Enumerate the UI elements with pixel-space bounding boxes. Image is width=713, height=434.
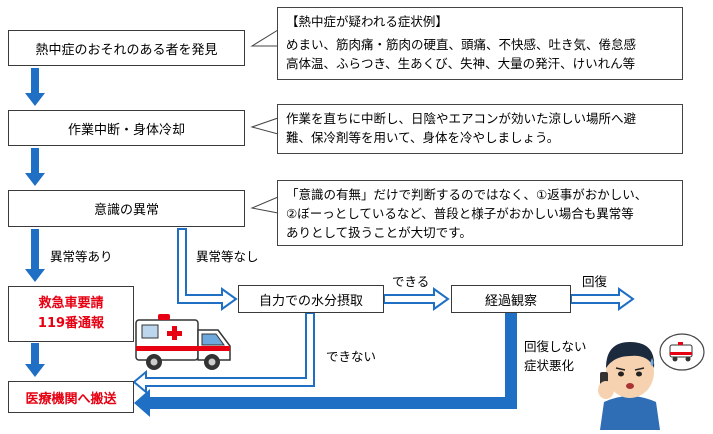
person-calling-icon (598, 333, 705, 430)
label-abnormal-yes: 異常等あり (50, 249, 113, 264)
label-can: できる (392, 274, 430, 289)
label-not-recovered: 回復しない 症状悪化 (524, 337, 587, 375)
arrow-hydrate-to-hospital (132, 312, 315, 395)
arrow-hydrate-to-observe (383, 287, 450, 311)
box-consciousness-label: 意識の異常 (93, 203, 159, 218)
box-ambulance: 救急車要請 119番通報 (8, 286, 134, 342)
box-stop-work: 作業中断・身体冷却 (8, 110, 245, 146)
box-observe: 経過観察 (451, 285, 571, 313)
callout-symptoms: 【熱中症が疑われる症状例】 めまい、筋肉痛・筋肉の硬直、頭痛、不快感、吐き気、倦… (277, 7, 683, 80)
box-consciousness: 意識の異常 (8, 190, 245, 227)
box-stop-work-label: 作業中断・身体冷却 (67, 122, 185, 138)
callout-symptoms-line2: 高体温、ふらつき、生あくび、失神、大量の発汗、けいれん等 (286, 56, 636, 71)
box-hospital: 医療機関へ搬送 (8, 381, 134, 413)
callout-consciousness-line1: 「意識の有無」だけで判断するのではなく、①返事がおかしい、 (286, 187, 648, 202)
arrow-observe-to-recovered (570, 287, 635, 311)
label-not-recovered-line2: 症状悪化 (524, 358, 575, 373)
label-recovered: 回復 (582, 274, 608, 289)
callout-cooling: 作業を直ちに中断し、日陰やエアコンが効いた涼しい場所へ避 難、保冷剤等を用いて、… (277, 104, 683, 154)
box-hydrate: 自力での水分摂取 (238, 285, 384, 313)
arrow-consciousness-to-ambulance (25, 229, 45, 282)
box-hospital-label: 医療機関へ搬送 (25, 391, 117, 407)
callout-symptoms-title: 【熱中症が疑われる症状例】 (286, 14, 448, 29)
ambulance-icon (135, 314, 231, 370)
arrow-discover-to-stop (25, 68, 45, 106)
label-abnormal-no: 異常等なし (196, 249, 259, 264)
arrow-observe-to-hospital (134, 313, 517, 417)
callout-consciousness-line3: ありとして扱うことが大切です。 (286, 225, 472, 240)
box-observe-label: 経過観察 (484, 293, 537, 309)
label-cannot: できない (326, 349, 377, 364)
callout-symptoms-line1: めまい、筋肉痛・筋肉の硬直、頭痛、不快感、吐き気、倦怠感 (286, 37, 637, 52)
box-hydrate-label: 自力での水分摂取 (258, 293, 363, 309)
box-ambulance-line1: 救急車要請 (38, 296, 104, 311)
arrow-ambulance-to-hospital (25, 343, 45, 377)
box-discover-label: 熱中症のおそれのある者を発見 (35, 42, 218, 58)
arrow-stop-to-consciousness (25, 148, 45, 186)
box-discover: 熱中症のおそれのある者を発見 (8, 30, 245, 66)
box-ambulance-line2: 119番通報 (37, 316, 105, 331)
callout-consciousness-line2: ②ぼーっとしているなど、普段と様子がおかしい場合も異常等 (286, 206, 634, 221)
callout-cooling-line1: 作業を直ちに中断し、日陰やエアコンが効いた涼しい場所へ避 (286, 111, 637, 126)
arrow-consciousness-to-hydrate (177, 228, 238, 311)
callout-consciousness: 「意識の有無」だけで判断するのではなく、①返事がおかしい、 ②ぼーっとしているな… (277, 180, 683, 246)
callout-cooling-line2: 難、保冷剤等を用いて、身体を冷やしましょう。 (286, 130, 560, 145)
label-not-recovered-line1: 回復しない (524, 339, 587, 354)
